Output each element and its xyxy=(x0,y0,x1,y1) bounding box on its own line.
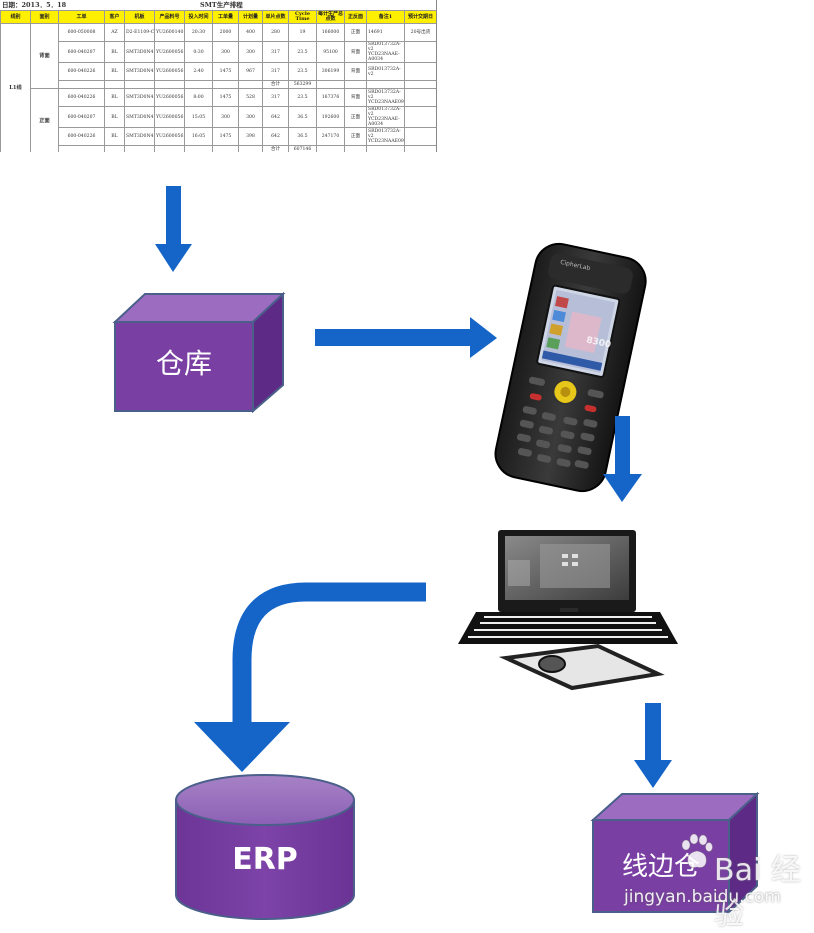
schedule-cell: SRD013732A-v2 YCD23NAAE09 xyxy=(366,127,405,146)
schedule-column-header: 预计交期日 xyxy=(404,10,436,24)
arrow-curved-computer-to-erp xyxy=(194,582,426,772)
line-side-warehouse-label: 线边仓 xyxy=(621,852,700,882)
watermark-url: jingyan.baidu.com xyxy=(624,887,781,907)
schedule-cell: SRD013732A-v2 YCD23NAAE-A0034 xyxy=(366,106,405,128)
arrow-right-warehouse-to-scanner xyxy=(315,317,497,358)
schedule-column-header: 每计生产总点数 xyxy=(316,10,345,24)
schedule-cell xyxy=(404,145,436,152)
schedule-row: 600-040226BLSMT3D0N416MYU260005616:05147… xyxy=(1,127,436,146)
arrow-down-computer-to-line-side xyxy=(634,703,672,788)
schedule-row: 600-040207BLSMT3D0N416MYU26000560:303003… xyxy=(1,41,436,63)
arrow-down-table-to-warehouse xyxy=(155,186,192,272)
computer-icon xyxy=(458,530,678,691)
schedule-cell: 背面 xyxy=(30,23,59,89)
schedule-column-header: 计划量 xyxy=(238,10,263,24)
schedule-row: 600-040207BLSMT3D0N416MYU260005615:05300… xyxy=(1,106,436,128)
schedule-date: 日期：2013．5．18 xyxy=(2,1,67,9)
schedule-column-header: 线别 xyxy=(0,10,31,24)
schedule-column-header: 工单量 xyxy=(212,10,239,24)
arrow-down-scanner-to-computer xyxy=(603,416,642,502)
schedule-title: SMT生产排程 xyxy=(200,1,243,9)
baidu-watermark: Bai 经验 jingyan.baidu.com xyxy=(596,833,806,932)
production-schedule-table: 日期：2013．5．18 SMT生产排程 线别面别工单客户机板产品料号投入时间工… xyxy=(0,0,437,152)
warehouse-box xyxy=(112,291,286,414)
handheld-scanner-icon xyxy=(494,242,647,493)
schedule-column-header: 单片点数 xyxy=(262,10,289,24)
schedule-cell: SRD013732A-v2 YCD23NAAE-A0034 xyxy=(366,41,405,63)
schedule-row: 正面600-040226BLSMT3D0N416MYU26000568:0014… xyxy=(1,88,436,152)
schedule-row: 600-040226BLSMT3D0N416MYU26000562:401475… xyxy=(1,62,436,81)
erp-database xyxy=(175,774,355,920)
line-side-warehouse-box xyxy=(590,791,760,915)
schedule-column-header: 产品料号 xyxy=(154,10,185,24)
paw-icon xyxy=(681,833,713,868)
warehouse-label: 仓库 xyxy=(155,347,212,380)
schedule-header-line: 日期：2013．5．18 SMT生产排程 xyxy=(0,0,436,10)
erp-label: ERP xyxy=(232,842,298,877)
schedule-column-header: 机板 xyxy=(124,10,155,24)
